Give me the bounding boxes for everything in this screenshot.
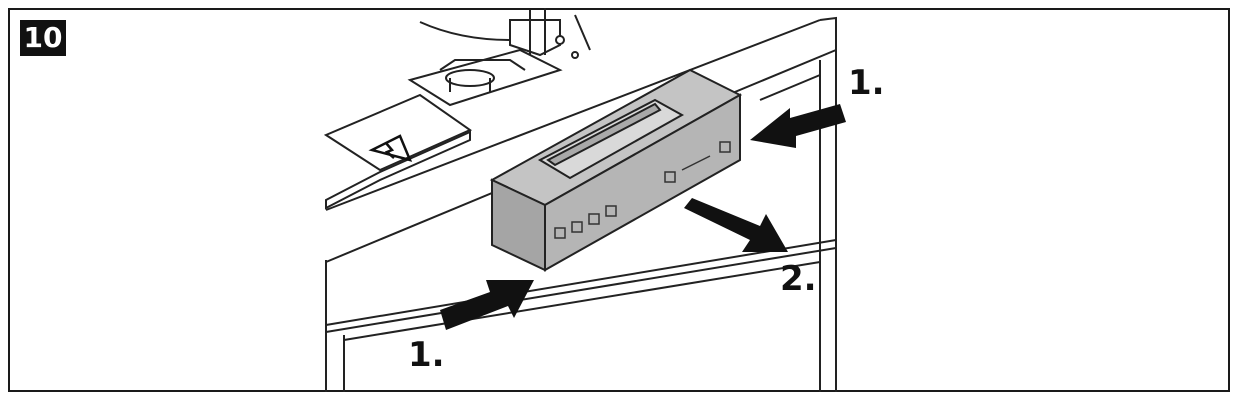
pull-arrow: [684, 198, 788, 252]
callout-pull-out: 2.: [780, 259, 817, 299]
figure-frame: [8, 8, 1230, 392]
step-number-badge: 10: [20, 20, 66, 56]
rear-machinery: [323, 8, 591, 210]
control-module: [489, 68, 743, 272]
push-arrow-right: [750, 104, 846, 148]
push-arrow-left: [440, 280, 534, 330]
callout-push-left: 1.: [408, 335, 445, 375]
callout-push-right: 1.: [848, 63, 885, 103]
electrical-warning-icon: [368, 134, 413, 162]
appliance-body: [325, 16, 837, 392]
